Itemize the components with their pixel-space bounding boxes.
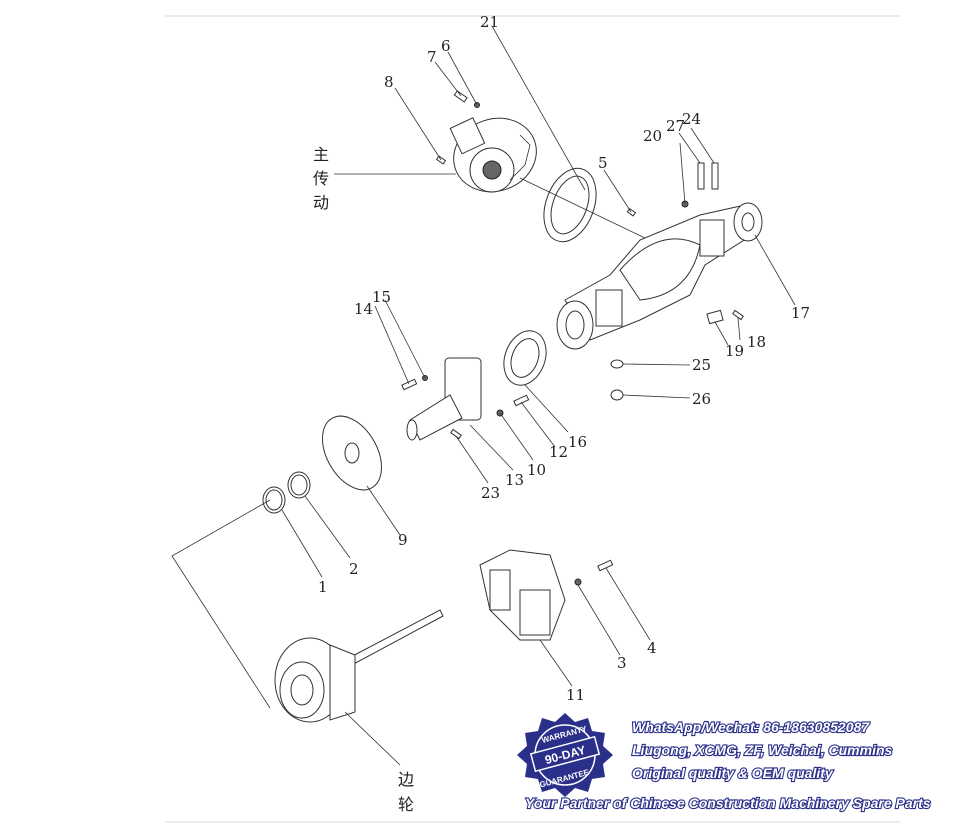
callout-11: 11	[566, 686, 585, 704]
gasket-21	[543, 167, 597, 243]
callout-16: 16	[568, 433, 587, 451]
label-main-drive-char-1: 主	[313, 145, 329, 164]
callout-7: 7	[427, 48, 437, 66]
brake-ring-16	[503, 330, 547, 386]
callout-5: 5	[598, 154, 608, 172]
label-main-drive-char-2: 传	[313, 169, 329, 188]
callout-1: 1	[318, 578, 328, 596]
callout-13: 13	[505, 471, 524, 489]
bolts-14-15-12	[401, 375, 530, 440]
label-main-drive: 主 传 动	[313, 145, 329, 212]
callout-15: 15	[372, 288, 391, 306]
differential-assembly	[449, 117, 537, 193]
axle-housing-17	[556, 202, 763, 350]
wheel-hub	[274, 637, 356, 723]
callout-4: 4	[647, 639, 657, 657]
callout-2: 2	[349, 560, 359, 578]
callout-9: 9	[398, 531, 408, 549]
callout-23: 23	[481, 484, 500, 502]
callout-10: 10	[527, 461, 546, 479]
callout-25: 25	[692, 356, 711, 374]
callout-19: 19	[725, 342, 744, 360]
callout-18: 18	[747, 333, 766, 351]
spindle-13	[406, 357, 482, 441]
advert-brands: Liugong, XCMG, ZF, Weichai, Cummins	[632, 742, 893, 758]
leader-lines	[171, 25, 796, 766]
callout-20: 20	[643, 127, 662, 145]
label-main-drive-char-3: 动	[313, 193, 329, 212]
callout-14: 14	[354, 300, 373, 318]
callout-numbers: 21 6 7 8 5 20 27 24 17 18 19 25 26 14 15…	[318, 13, 810, 704]
half-shaft	[344, 609, 444, 667]
callout-17: 17	[791, 304, 810, 322]
callout-12: 12	[549, 443, 568, 461]
callout-26: 26	[692, 390, 711, 408]
advert-quality: Original quality & OEM quality	[632, 765, 834, 781]
brake-caliper-11	[479, 549, 614, 641]
badge-center-ribbon	[529, 735, 601, 773]
warranty-badge: 90-DAY WARRANTY GUARANTEE	[517, 713, 613, 797]
advert-tagline: Your Partner of Chinese Construction Mac…	[525, 795, 931, 811]
advert-contact: WhatsApp/Wechat: 86-18630852087	[632, 719, 870, 735]
callout-27: 27	[666, 117, 685, 135]
callout-3: 3	[617, 654, 627, 672]
callout-21: 21	[480, 13, 499, 31]
label-wheel-end-char-1: 边	[398, 770, 414, 789]
label-wheel-end: 边 轮	[398, 770, 414, 814]
callout-6: 6	[441, 37, 451, 55]
dust-shield-9	[322, 415, 382, 491]
callout-8: 8	[384, 73, 394, 91]
advert-block: WhatsApp/Wechat: 86-18630852087 Liugong,…	[524, 718, 932, 812]
label-wheel-end-char-2: 轮	[398, 795, 414, 814]
seal-rings-1-2	[262, 471, 311, 514]
callout-24: 24	[682, 110, 701, 128]
